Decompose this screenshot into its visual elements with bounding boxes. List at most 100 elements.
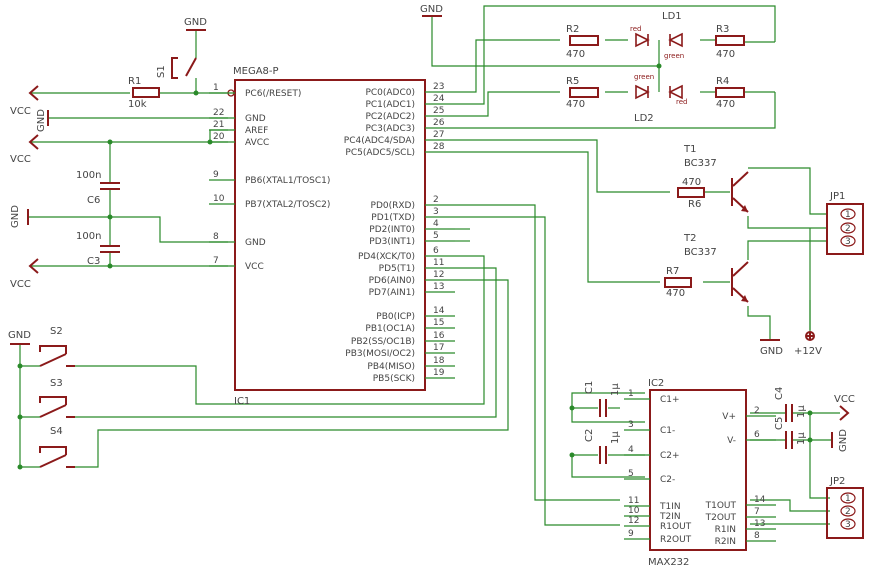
vcc-arrow-4 [839, 405, 850, 421]
s2-body [39, 345, 75, 367]
leds: red green LD1 green red LD2 [630, 11, 687, 124]
svg-text:3: 3 [845, 520, 851, 530]
ld1-red-diode [635, 32, 650, 48]
ld1-green-diode [668, 32, 683, 48]
mega8-pin-name: PD5(T1) [379, 264, 415, 274]
r2-name: R2 [566, 24, 579, 35]
c6-value: 100n [76, 170, 101, 181]
jp2-name: JP2 [829, 476, 845, 487]
ld2-green-diode [635, 84, 650, 100]
max232-pin-name: C2- [660, 475, 675, 485]
gnd-label-3: GND [184, 17, 207, 28]
mega8-pin-name: PD2(INT0) [369, 225, 415, 235]
max232-pin-name: V- [727, 436, 736, 446]
vcc-label-3: VCC [10, 279, 31, 290]
connectors: JP1 1 2 3 JP2 1 2 3 [826, 191, 864, 539]
max232-pin-name: C1- [660, 426, 675, 436]
supply-symbols: VCC VCC VCC GND GND GND GND GND GND +12V… [8, 4, 855, 452]
r4-name: R4 [716, 76, 729, 87]
c4-name: C4 [774, 387, 785, 400]
mega8-pin-name: PB1(OC1A) [365, 324, 415, 334]
max232-pin-number: 5 [628, 469, 634, 479]
mega8-pin-name: AVCC [245, 138, 269, 148]
t1-body [731, 171, 749, 213]
mega8-pin-number: 25 [433, 106, 444, 116]
t2-body [731, 261, 749, 303]
max232-pin-name: R1IN [715, 525, 736, 535]
mega8-pin-number: 24 [433, 94, 445, 104]
max232-pin-5: 5C2- [624, 469, 675, 485]
max232-pin-name: T2OUT [705, 513, 737, 523]
c5-name: C5 [774, 417, 785, 430]
jp1-body [826, 203, 864, 255]
gnd-label-4: GND [420, 4, 443, 15]
max232-pin-number: 13 [754, 519, 765, 529]
mega8-pin-name: PC4(ADC4/SDA) [344, 136, 415, 146]
c4-body [785, 404, 793, 422]
s4-body [39, 446, 75, 468]
mega8-pin-number: 8 [213, 232, 219, 242]
gnd-label-1: GND [36, 109, 47, 132]
mega8-pin-name: PD0(RXD) [371, 201, 415, 211]
r7-body [664, 277, 692, 288]
mega8-pin-number: 23 [433, 82, 444, 92]
svg-text:3: 3 [845, 237, 851, 247]
svg-text:2: 2 [845, 224, 851, 234]
t2-name: T2 [683, 233, 696, 244]
mega8-pin-number: 10 [213, 194, 225, 204]
max232-pin-number: 9 [628, 529, 634, 539]
mega8-pin-number: 19 [433, 368, 445, 378]
max232-pin-number: 11 [628, 496, 639, 506]
mega8-pin-number: 2 [433, 195, 439, 205]
r6-value: 470 [682, 177, 701, 188]
ld1-name: LD1 [662, 11, 682, 22]
max232-pin-number: 7 [754, 507, 760, 517]
s4-name: S4 [50, 426, 63, 437]
mega8-pin-number: 26 [433, 118, 445, 128]
c1-name: C1 [584, 381, 595, 394]
r2-value: 470 [566, 49, 585, 60]
max232-pin-name: T1IN [659, 502, 681, 512]
vcc-label-1: VCC [10, 106, 31, 117]
r1-value: 10k [128, 99, 147, 110]
mega8-pin-number: 12 [433, 270, 444, 280]
mega8-pin-number: 3 [433, 207, 439, 217]
junctions [17, 63, 813, 470]
jp1-name: JP1 [829, 191, 845, 202]
c5-value: 1µ [796, 432, 807, 445]
transistors: T1 BC337 T2 BC337 [683, 144, 749, 303]
mega8-pin-number: 9 [213, 170, 219, 180]
c3-name: C3 [87, 256, 100, 267]
s1-name: S1 [156, 65, 167, 78]
max232-name: MAX232 [648, 557, 689, 568]
mega8-pin-name: PD6(AIN0) [369, 276, 415, 286]
max232-pin-number: 2 [754, 406, 760, 416]
max232-pin-name: T2IN [659, 512, 681, 522]
r1-body [132, 87, 160, 98]
c1-value: 1µ [610, 383, 621, 396]
mega8-pin-name: PD4(XCK/T0) [358, 252, 415, 262]
max232-pin-number: 3 [628, 420, 634, 430]
s3-name: S3 [50, 378, 63, 389]
wires [19, 5, 840, 526]
c4-value: 1µ [796, 405, 807, 418]
mega8-pin-number: 27 [433, 130, 444, 140]
mega8-name: MEGA8-P [233, 66, 279, 77]
